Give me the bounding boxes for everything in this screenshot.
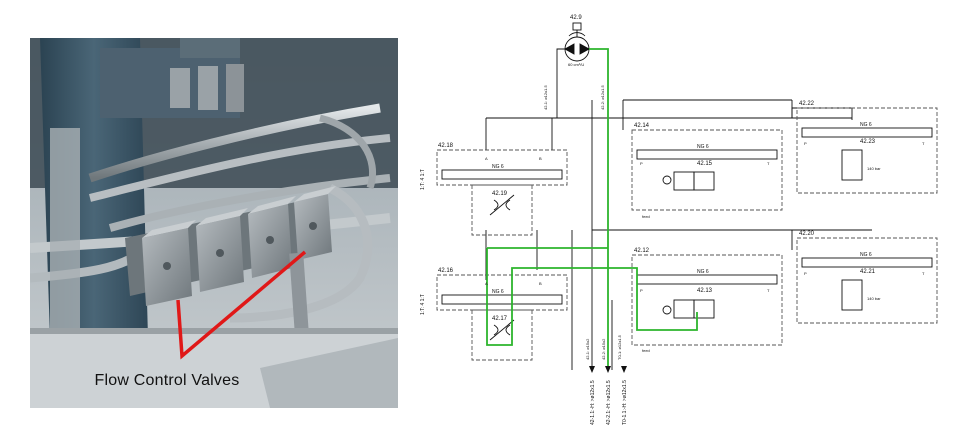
block-size: NG 6 bbox=[492, 289, 504, 295]
valve-id: 42.13 bbox=[697, 288, 713, 294]
hydraulic-schematic: 42.9 60 cm³/U 42-1: ø12x1.5 42-2: ø12x1.… bbox=[420, 15, 938, 425]
block-id: 42.18 bbox=[438, 143, 454, 149]
port-a: A bbox=[485, 156, 488, 161]
hydraulic-motor bbox=[564, 22, 590, 62]
line-label-5: T0-1: ø12x1.5 bbox=[617, 334, 622, 360]
port-t: T bbox=[767, 161, 770, 166]
motor-subtext: 60 cm³/U bbox=[568, 62, 584, 67]
block-id: 42.22 bbox=[799, 101, 815, 107]
port-p: P bbox=[804, 141, 807, 146]
block-size: NG 6 bbox=[492, 164, 504, 170]
line-label-2: 42-2: ø12x1.5 bbox=[600, 85, 605, 110]
block-id: 42.14 bbox=[634, 123, 650, 129]
port-p: P bbox=[640, 288, 643, 293]
pressure-setting: 140 bar bbox=[867, 166, 881, 171]
block-size: NG 6 bbox=[860, 122, 872, 128]
block-note: feed bbox=[642, 214, 650, 219]
block-id: 42.12 bbox=[634, 248, 650, 254]
valve-id: 42.19 bbox=[492, 191, 508, 197]
block-size: NG 6 bbox=[697, 269, 709, 275]
active-flow-path bbox=[486, 48, 698, 370]
valve-id: 42.23 bbox=[860, 139, 876, 145]
port-label-2: 42-2.1:-H: >ø12x1.5 bbox=[606, 380, 612, 425]
valve-manifold-render bbox=[30, 38, 398, 408]
port-b: B bbox=[539, 281, 542, 286]
valve-id: 42.15 bbox=[697, 161, 713, 167]
valve-block-1 bbox=[142, 220, 196, 306]
port-t: T bbox=[922, 141, 925, 146]
port-t: T bbox=[922, 271, 925, 276]
line-label-1: 42-1: ø12x1.5 bbox=[543, 85, 548, 110]
valve-id: 42.17 bbox=[492, 316, 508, 322]
motor-label: 42.9 bbox=[570, 15, 582, 21]
photo-caption: Flow Control Valves bbox=[94, 372, 240, 389]
pressure-setting: 140 bar bbox=[867, 296, 881, 301]
block-id: 42.20 bbox=[799, 231, 815, 237]
port-p: P bbox=[640, 161, 643, 166]
block-id: 42.16 bbox=[438, 268, 454, 274]
left-edge-label-upper: 1:T: 4 1:T bbox=[420, 169, 426, 190]
port-b: B bbox=[539, 156, 542, 161]
valve-block-2 bbox=[196, 208, 248, 292]
port-label-3: T0-1.1:-H: >ø12x1.5 bbox=[622, 380, 628, 425]
valve-block-4 bbox=[294, 186, 336, 260]
block-size: NG 6 bbox=[697, 144, 709, 150]
port-p: P bbox=[804, 271, 807, 276]
port-t: T bbox=[767, 288, 770, 293]
port-a: A bbox=[485, 281, 488, 286]
block-size: NG 6 bbox=[860, 252, 872, 258]
valve-id: 42.21 bbox=[860, 269, 876, 275]
block-note: feed bbox=[642, 348, 650, 353]
port-label-1: 42-1.1:-H: >ø12x1.5 bbox=[590, 380, 596, 425]
flow-control-pointer bbox=[176, 250, 307, 360]
line-label-4: 42-2: ø15x2 bbox=[601, 338, 606, 360]
left-edge-label-lower: 1:T: 4 1:T bbox=[420, 294, 426, 315]
line-label-3: 42-1: ø15x2 bbox=[585, 338, 590, 360]
valve-block-3 bbox=[248, 196, 296, 278]
